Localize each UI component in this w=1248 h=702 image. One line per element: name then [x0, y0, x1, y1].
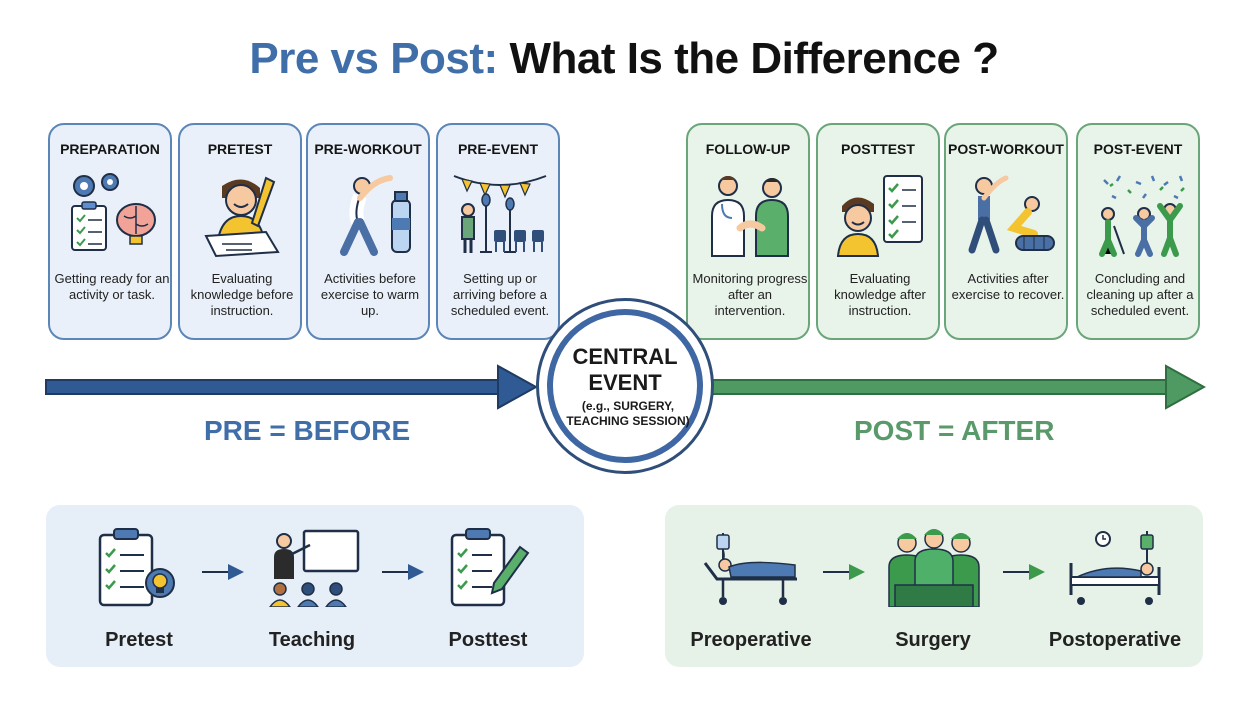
- doctor-handshake-icon: [711, 176, 789, 257]
- confetti-cleanup-icon: [1099, 175, 1185, 257]
- card-title: PREPARATION: [60, 141, 160, 157]
- card-post-event: POST-EVENT Concluding and cleaning up af…: [1076, 123, 1200, 340]
- post-label: POST = AFTER: [854, 415, 1055, 446]
- step-label-posttest: Posttest: [448, 629, 528, 651]
- card-description: Evaluating knowledge before instruction.: [190, 271, 294, 318]
- card-description: Evaluating knowledge after instruction.: [834, 271, 926, 318]
- card-title: FOLLOW-UP: [705, 141, 791, 157]
- card-description: Activities before exercise to warm up.: [320, 271, 420, 318]
- title-prefix: Pre vs Post:: [249, 34, 498, 83]
- card-description: Monitoring progress after an interventio…: [692, 271, 808, 318]
- central-event-title: CENTRAL EVENT: [572, 344, 678, 395]
- flow-arrow-icon: [823, 564, 865, 580]
- medical-flow-panel: Preoperative Surgery Postoperative: [665, 505, 1203, 667]
- card-title: PRE-WORKOUT: [314, 141, 422, 157]
- card-title: POST-EVENT: [1093, 141, 1183, 157]
- card-title: PRE-EVENT: [457, 141, 539, 157]
- card-description: Setting up or arriving before a schedule…: [450, 271, 550, 318]
- card-title: POSTTEST: [841, 141, 915, 157]
- card-pre-event: PRE-EVENT Setting up or arriving before …: [436, 123, 560, 340]
- card-title: POST-WORKOUT: [948, 141, 1064, 157]
- card-follow-up: FOLLOW-UP Monitoring progress after an i…: [686, 123, 810, 340]
- step-label-preoperative: Preoperative: [690, 629, 812, 651]
- pre-timeline-arrow: [45, 364, 539, 410]
- student-writing-icon: [204, 176, 280, 258]
- card-description: Concluding and cleaning up after a sched…: [1086, 271, 1194, 318]
- step-label-surgery: Surgery: [895, 629, 971, 651]
- step-label-postoperative: Postoperative: [1048, 629, 1182, 651]
- flow-arrow-icon: [202, 564, 244, 580]
- card-description: Activities after exercise to recover.: [951, 271, 1065, 302]
- stretching-person-icon: [340, 175, 411, 256]
- central-event-ring: [547, 309, 703, 463]
- card-post-workout: POST-WORKOUT Activities after exercise t…: [944, 123, 1068, 340]
- teacher-whiteboard-icon: [269, 529, 360, 607]
- card-posttest: POSTTEST Evaluating knowledge after inst…: [816, 123, 940, 340]
- card-pre-workout: PRE-WORKOUT Activities before exercise t…: [306, 123, 430, 340]
- education-flow-panel: Pretest Teaching Posttest: [46, 505, 584, 667]
- pre-label: PRE = BEFORE: [204, 415, 411, 446]
- title-rest: What Is the Difference ?: [509, 34, 999, 83]
- clipboard-lightbulb-icon: [98, 528, 175, 607]
- flow-arrow-icon: [1003, 564, 1045, 580]
- gears-brain-checklist-icon: [71, 173, 156, 251]
- student-checklist-icon: [836, 175, 923, 257]
- hospital-bed-icon: [1069, 531, 1161, 605]
- clipboard-pencil-icon: [450, 528, 530, 607]
- card-description: Getting ready for an activity or task.: [54, 271, 170, 302]
- card-preparation: PREPARATION Getting ready for an activit…: [48, 123, 172, 340]
- step-label-pretest: Pretest: [105, 629, 173, 651]
- event-setup-icon: [453, 175, 547, 253]
- foam-roller-icon: [968, 175, 1055, 254]
- page-title: Pre vs Post: What Is the Difference ?: [0, 34, 1248, 84]
- patient-stretcher-icon: [703, 533, 797, 605]
- post-timeline-arrow: [707, 364, 1206, 410]
- surgeons-icon: [888, 529, 980, 607]
- card-title: PRETEST: [207, 141, 273, 157]
- central-event-subtitle: (e.g., SURGERY, TEACHING SESSION): [566, 399, 690, 428]
- central-event-circle: CENTRAL EVENT (e.g., SURGERY, TEACHING S…: [536, 298, 714, 474]
- flow-arrow-icon: [382, 564, 424, 580]
- step-label-teaching: Teaching: [268, 629, 356, 651]
- card-pretest: PRETEST Evaluating knowledge before inst…: [178, 123, 302, 340]
